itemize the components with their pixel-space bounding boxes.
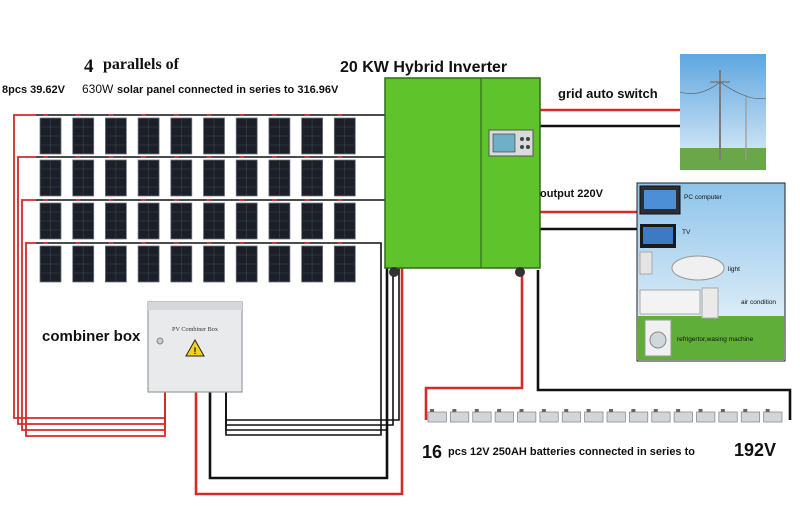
- battery-cell: [696, 411, 716, 423]
- wiring: [13, 108, 792, 496]
- battery-terminal-icon: [653, 409, 658, 412]
- string-negative-wire: [225, 156, 394, 426]
- battery-negative-wire: [536, 270, 792, 420]
- panel-wattage: 630W: [82, 82, 114, 96]
- battery-count: 16: [422, 442, 443, 462]
- battery-cell: [673, 411, 693, 423]
- appliance-label: refrigertor,wasing machine: [677, 336, 754, 343]
- tv-screen-icon: [643, 227, 673, 244]
- battery-cell: [606, 411, 626, 423]
- battery-cell: [539, 411, 559, 423]
- inverter-title: 20 KW Hybrid Inverter: [340, 59, 508, 76]
- battery-terminal-icon: [720, 409, 725, 412]
- inverter-button-icon: [526, 137, 530, 141]
- string-negative-wire: [225, 242, 382, 436]
- air-conditioner-icon: [639, 289, 701, 315]
- inverter-wheel-icon: [515, 267, 525, 277]
- battery-terminal-icon: [474, 409, 479, 412]
- warning-icon: [185, 338, 205, 357]
- battery-cell: [740, 411, 761, 423]
- series-suffix: solar panel connected in series to 316.9…: [117, 84, 339, 96]
- pc-screen-icon: [644, 190, 676, 209]
- series-prefix: 8pcs 39.62V: [2, 84, 65, 96]
- inverter-wheel-icon: [389, 267, 399, 277]
- battery-voltage: 192V: [734, 440, 777, 460]
- inverter-button-icon: [520, 145, 524, 149]
- battery-positive-wire: [424, 270, 524, 420]
- appliance-label: PC computer: [684, 194, 722, 201]
- battery-terminal-icon: [564, 409, 569, 412]
- string-positive-wire: [17, 156, 166, 425]
- lock-icon: [156, 337, 164, 345]
- battery-cell: [517, 411, 537, 423]
- battery-cell: [472, 411, 492, 423]
- washing-machine-door-icon: [649, 331, 667, 349]
- battery-cell: [561, 411, 582, 423]
- battery-cell: [449, 411, 470, 423]
- output-label: output 220V: [540, 188, 603, 200]
- dc-positive-wire: [194, 268, 404, 496]
- inverter-display: [492, 133, 516, 153]
- washing-machine-icon: [644, 319, 672, 357]
- battery-terminal-icon: [430, 409, 434, 412]
- warning-icon-glyph: !: [194, 346, 197, 356]
- grid-label: grid auto switch: [558, 86, 658, 101]
- appliances-panel: [636, 182, 786, 362]
- battery-terminal-icon: [631, 409, 636, 412]
- battery-terminal-icon: [541, 409, 546, 412]
- battery-cell: [494, 411, 514, 423]
- power-line: [679, 81, 767, 99]
- battery-terminal-icon: [586, 409, 591, 412]
- inverter-button-icon: [526, 145, 530, 149]
- inverter-body: [384, 77, 541, 269]
- array-heading: parallels of: [103, 56, 179, 73]
- air-conditioner-unit-icon: [701, 287, 719, 319]
- string-positive-wire: [25, 242, 166, 437]
- battery-terminal-icon: [497, 409, 502, 412]
- battery-terminal-icon: [676, 409, 681, 412]
- battery-terminal-icon: [698, 409, 703, 412]
- appliance-label: TV: [682, 229, 691, 236]
- combiner-box-plate: PV Combiner Box: [172, 326, 219, 333]
- battery-text: pcs 12V 250AH batteries connected in ser…: [448, 446, 695, 458]
- solar-panel-array: [39, 117, 356, 283]
- battery-cell: [718, 411, 738, 423]
- array-heading-count: 4: [84, 56, 94, 77]
- grid-field: [680, 148, 766, 170]
- battery-terminal-icon: [743, 409, 748, 412]
- combiner-box-label: combiner box: [42, 328, 141, 345]
- battery-terminal-icon: [519, 409, 524, 412]
- appliance-label: air condition: [741, 299, 777, 306]
- inverter-button-icon: [520, 137, 524, 141]
- battery-bank: [427, 409, 783, 423]
- battery-terminal-icon: [452, 409, 457, 412]
- battery-cell: [628, 411, 649, 423]
- battery-cell: [427, 411, 447, 423]
- light-bulb-icon: [639, 251, 653, 275]
- grid-photo: [679, 54, 767, 170]
- battery-cell: [651, 411, 671, 423]
- combiner-box-lid: [148, 302, 242, 310]
- battery-terminal-icon: [765, 409, 770, 412]
- chandelier-icon: [671, 255, 725, 281]
- hybrid-inverter: [384, 77, 541, 277]
- battery-cell: [584, 411, 604, 423]
- appliance-label: light: [728, 266, 740, 273]
- battery-terminal-icon: [609, 409, 613, 412]
- combiner-box: PV Combiner Box !: [147, 301, 243, 393]
- battery-cell: [763, 411, 783, 423]
- dc-negative-wire: [208, 268, 389, 480]
